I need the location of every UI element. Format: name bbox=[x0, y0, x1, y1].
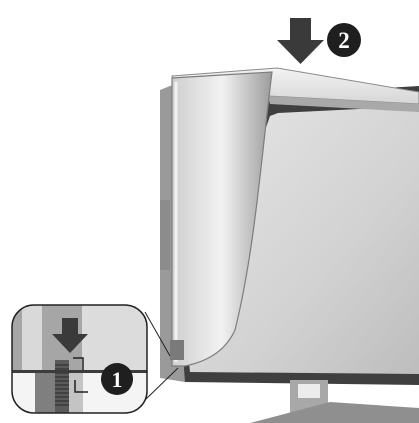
down-arrow-icon bbox=[277, 18, 324, 64]
monitor-stand-base bbox=[250, 402, 419, 423]
step-two-indicator: 2 bbox=[277, 18, 361, 64]
step-one-number: 1 bbox=[112, 367, 123, 392]
detail-inset: 1 bbox=[12, 305, 147, 413]
step-two-number: 2 bbox=[338, 28, 350, 53]
